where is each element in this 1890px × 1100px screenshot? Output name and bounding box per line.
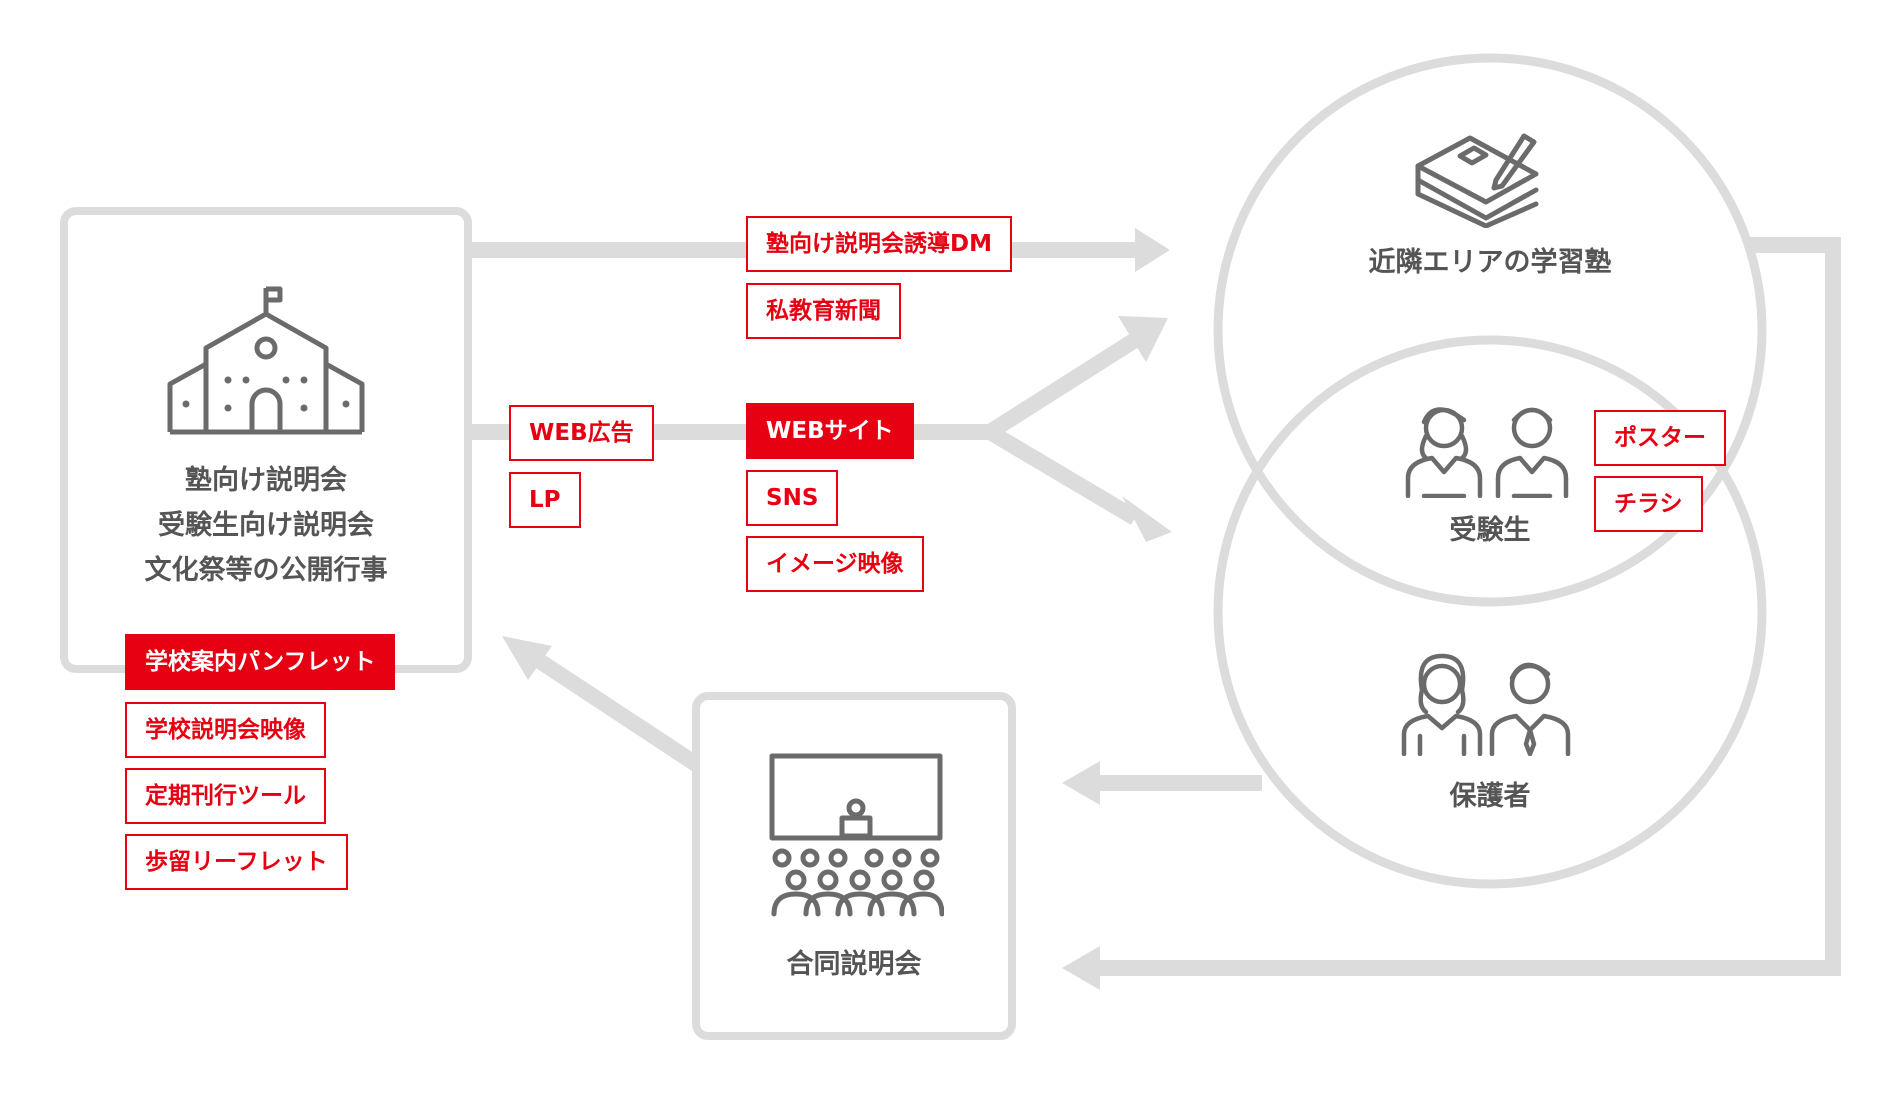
arrow-fork-down: [985, 425, 1140, 525]
seminar-audience-icon: [768, 752, 944, 918]
joint-briefing-label: 合同説明会: [786, 949, 922, 980]
arrow-joint-to-school: [530, 651, 710, 777]
parents-icon: [1400, 650, 1576, 756]
books-pencil-icon: [1414, 128, 1540, 228]
parents-label: 保護者: [1449, 781, 1531, 812]
tag-website: WEBサイト: [746, 403, 914, 459]
arrowhead-loop: [1062, 946, 1100, 990]
students-label: 受験生: [1449, 515, 1531, 546]
arrowhead-parents: [1062, 761, 1100, 805]
school-line-2: 受験生向け説明会: [158, 510, 374, 541]
tag-private-edu-news: 私教育新聞: [746, 283, 901, 339]
tag-flyer: チラシ: [1594, 476, 1703, 532]
school-line-1: 塾向け説明会: [185, 465, 347, 496]
arrowhead-fork-down: [1122, 496, 1172, 542]
school-box: [60, 207, 472, 673]
tag-yield-leaflet: 歩留リーフレット: [125, 834, 348, 890]
arrowhead-school: [502, 636, 552, 680]
tag-sns: SNS: [746, 470, 839, 526]
tag-periodical-tool: 定期刊行ツール: [125, 768, 326, 824]
arrow-cram-loop: [1100, 237, 1841, 976]
students-parents-circle: [1213, 335, 1767, 889]
tag-web-ad: WEB広告: [509, 405, 654, 461]
tag-poster: ポスター: [1594, 410, 1726, 466]
school-building-icon: [166, 286, 366, 438]
cram-school-circle: [1213, 53, 1767, 607]
students-icon: [1404, 392, 1574, 498]
arrowhead-cram: [1135, 228, 1170, 272]
tag-school-briefing-video: 学校説明会映像: [125, 702, 326, 758]
tag-cram-dm: 塾向け説明会誘導DM: [746, 216, 1012, 272]
arrowhead-fork-up: [1118, 316, 1168, 362]
joint-briefing-box: [692, 692, 1016, 1040]
arrow-fork-up: [985, 333, 1140, 439]
tag-school-pamphlet: 学校案内パンフレット: [125, 634, 396, 690]
school-line-3: 文化祭等の公開行事: [144, 555, 388, 586]
tag-image-video: イメージ映像: [746, 536, 924, 592]
tag-lp: LP: [509, 472, 581, 528]
cram-school-label: 近隣エリアの学習塾: [1368, 247, 1612, 278]
school-caption: 塾向け説明会 受験生向け説明会 文化祭等の公開行事: [60, 458, 472, 593]
